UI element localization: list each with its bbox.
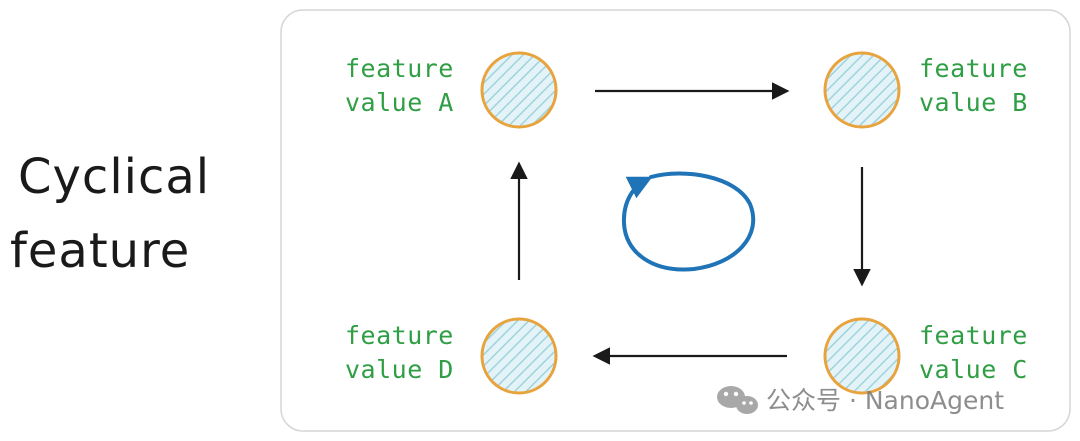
node-a-label-line-1: feature [345, 54, 454, 83]
wechat-icon [717, 386, 758, 414]
node-a-label-line-2: value A [345, 88, 454, 117]
node-d-label-line-1: feature [345, 321, 454, 350]
title-line-2: feature [10, 223, 190, 279]
node-b-label-line-2: value B [919, 88, 1028, 117]
node-b-label-line-1: feature [919, 54, 1028, 83]
node-a-circle [480, 51, 558, 129]
cycle-icon [621, 171, 756, 272]
watermark: 公众号 · NanoAgent [717, 386, 1004, 415]
node-c-label-line-1: feature [919, 321, 1028, 350]
node-d-label-line-2: value D [345, 355, 454, 384]
node-d-circle [480, 317, 558, 395]
node-c-circle [823, 317, 901, 395]
watermark-text: 公众号 · NanoAgent [766, 386, 1004, 415]
title-line-1: Cyclical [18, 149, 210, 205]
node-c-label-line-2: value C [919, 355, 1028, 384]
node-b-circle [823, 51, 901, 129]
